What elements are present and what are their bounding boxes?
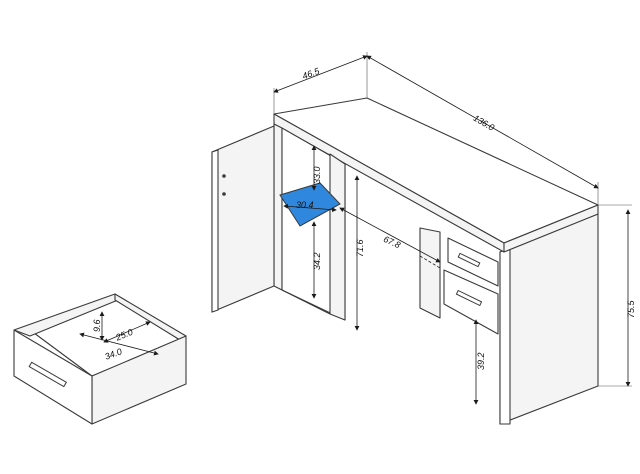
width-dimension-line — [366, 55, 599, 189]
desk — [211, 97, 599, 425]
knee-width-dimension — [339, 207, 441, 263]
depth-dimension-line — [273, 55, 368, 93]
cabinet-left-side — [273, 123, 283, 291]
drawer-front-bottom — [443, 269, 499, 335]
cabinet-bottom-edge — [281, 289, 331, 315]
drawer-inner-height-label: 9.6 — [92, 319, 102, 332]
drawer-base-label: 39.2 — [476, 352, 486, 370]
height-label: 75.5 — [626, 299, 636, 318]
door-hinge-top — [222, 174, 226, 178]
drawer-handle-top — [457, 252, 481, 268]
depth-label: 46.5 — [301, 66, 322, 82]
cabinet-door-edge — [211, 149, 219, 313]
cabinet-back-divider — [329, 153, 346, 321]
dimension-lines — [79, 52, 632, 405]
drawer-unit-side — [419, 227, 441, 319]
cabinet-door — [211, 125, 275, 313]
door-hinge-bottom — [222, 192, 226, 196]
knee-width-label: 67.8 — [382, 234, 402, 250]
loose-drawer — [13, 293, 187, 425]
drawer-width-dimension — [79, 332, 159, 356]
drawer-handle-bottom — [455, 289, 483, 307]
shelf-depth-label: 30.4 — [296, 200, 314, 210]
desk-top-side-edge — [503, 204, 599, 253]
shelf-bottom-label: 34.2 — [312, 252, 322, 270]
desk-right-leg-front — [499, 247, 511, 425]
drawer-front-handle — [28, 361, 68, 388]
shelf-depth-dimension — [283, 203, 337, 213]
width-label: 136.0 — [472, 113, 497, 133]
knee-height-label: 71.6 — [355, 239, 365, 257]
shelf-top-label: 33.0 — [312, 166, 322, 184]
